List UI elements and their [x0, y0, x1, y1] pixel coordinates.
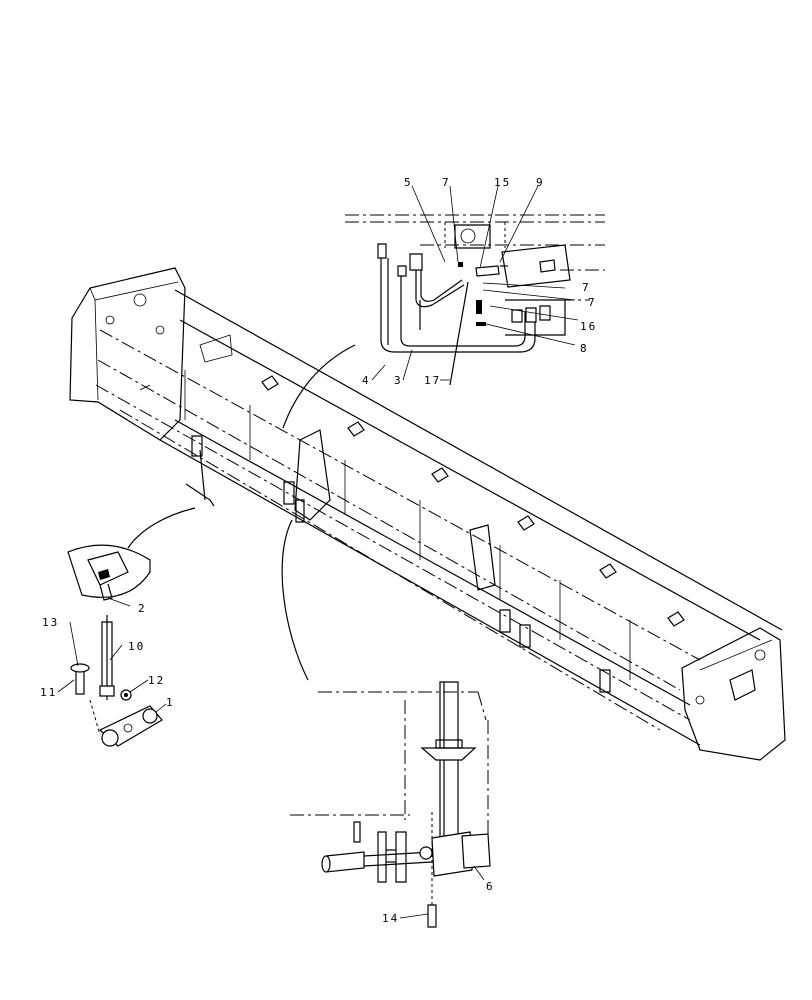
callout-8: 8 — [580, 342, 587, 355]
hydraulic-hose-detail — [345, 214, 605, 386]
callout-13: 13 — [42, 616, 59, 629]
callout-2: 2 — [138, 602, 145, 615]
lift-link-detail — [67, 544, 163, 747]
detail-leader-bottom — [281, 519, 309, 681]
callout-15: 15 — [494, 176, 511, 189]
bottom-callout-leaders — [399, 865, 485, 919]
beam-clip-brackets — [261, 375, 685, 627]
callout-6: 6 — [486, 880, 493, 893]
header-frame-assembly — [69, 267, 786, 761]
top-callout-leaders — [371, 185, 579, 381]
callout-1: 1 — [166, 696, 173, 709]
pivot-rod-detail — [290, 681, 491, 928]
callout-10: 10 — [128, 640, 145, 653]
left-callout-leaders — [57, 597, 167, 713]
callout-5: 5 — [404, 176, 411, 189]
callout-7-top: 7 — [442, 176, 449, 189]
callout-11: 11 — [40, 686, 57, 699]
callout-7-right-upper: 7 — [582, 281, 589, 294]
detail-leader-top — [282, 344, 356, 429]
callout-14: 14 — [382, 912, 399, 925]
callout-16: 16 — [580, 320, 597, 333]
callout-4: 4 — [362, 374, 369, 387]
callout-9: 9 — [536, 176, 543, 189]
callout-7-right-lower: 7 — [588, 296, 595, 309]
detail-leader-left — [127, 507, 196, 549]
callout-17: 17 — [424, 374, 441, 387]
callout-12: 12 — [148, 674, 165, 687]
callout-3: 3 — [394, 374, 401, 387]
callout-labels: 5 7 15 9 7 7 16 8 4 3 17 2 13 10 12 11 1… — [40, 176, 597, 925]
